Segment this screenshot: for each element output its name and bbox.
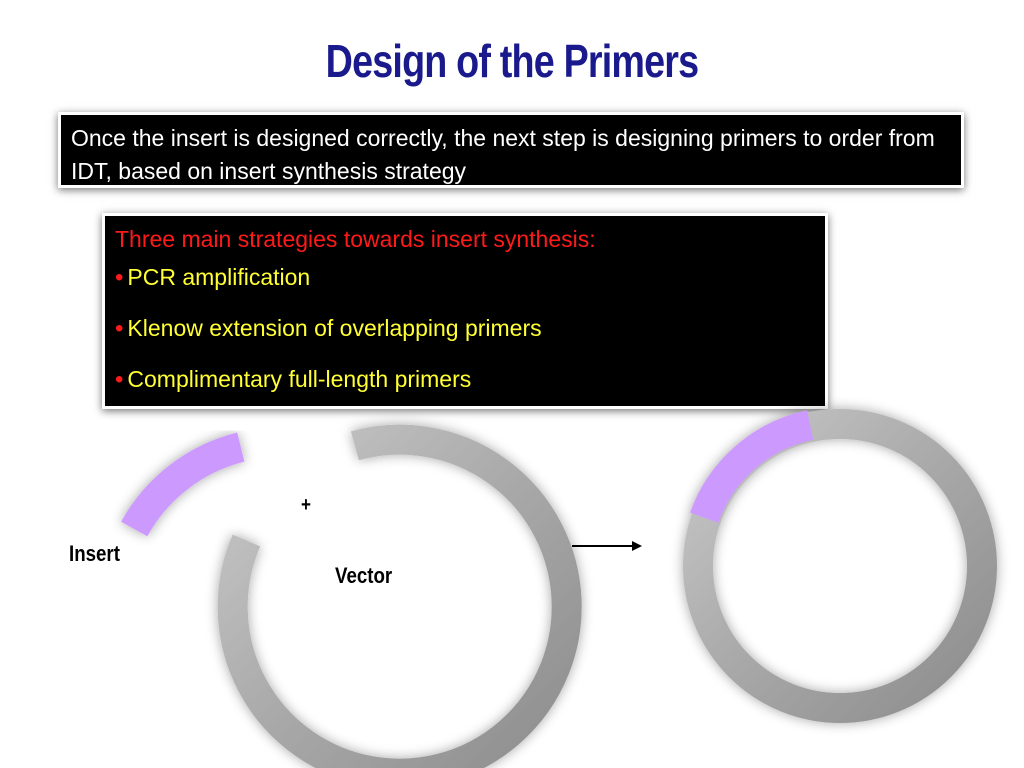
plus-sign: + bbox=[301, 494, 311, 517]
insert-fragment bbox=[134, 447, 241, 529]
vector-label: Vector bbox=[335, 563, 392, 589]
insert-label: Insert bbox=[69, 541, 120, 567]
vector-plasmid bbox=[233, 440, 567, 768]
recombinant-plasmid bbox=[698, 424, 982, 708]
arrow-icon bbox=[572, 541, 642, 551]
